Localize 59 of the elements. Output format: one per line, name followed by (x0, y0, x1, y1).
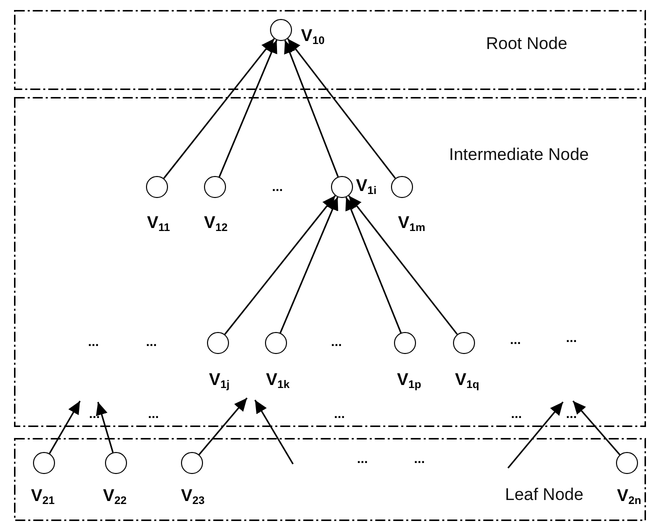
arrow (287, 38, 396, 179)
arrow (348, 195, 458, 335)
ellipsis-text: ... (566, 407, 577, 420)
arrow (280, 196, 338, 334)
ellipsis-text: ... (510, 333, 521, 346)
layer-band (14, 97, 646, 427)
layer-label: Root Node (486, 34, 568, 54)
arrow (163, 38, 275, 179)
ellipsis-text: ... (148, 407, 159, 420)
ellipsis-text: ... (146, 335, 157, 348)
ellipsis-text: ... (272, 180, 283, 193)
ellipsis-text: ... (88, 335, 99, 348)
node-label: V$_{12}$ (204, 214, 228, 234)
ellipsis-text: ... (414, 452, 425, 465)
node-circle (265, 332, 287, 354)
node-label: V$_{1k}$ (266, 371, 290, 391)
arrow (345, 196, 402, 334)
ellipsis-text: ... (566, 331, 577, 344)
node-label: V$_{1p}$ (397, 371, 422, 391)
node-label: V$_{22}$ (103, 487, 127, 507)
node-circle (207, 332, 229, 354)
node-circle (146, 176, 168, 198)
layer-label: Leaf Node (505, 485, 584, 505)
arrow (254, 400, 294, 464)
ellipsis-text: ... (89, 407, 100, 420)
node-label: V$_{11}$ (147, 214, 170, 234)
arrow (198, 398, 248, 456)
node-circle (453, 332, 475, 354)
arrow (96, 402, 114, 453)
layer-band (14, 10, 646, 90)
arrow (507, 402, 564, 468)
node-circle (33, 452, 55, 474)
node-label: V$_{10}$ (301, 27, 325, 47)
node-circle (204, 176, 226, 198)
ellipsis-text: ... (334, 407, 345, 420)
node-label: V$_{1i}$ (356, 177, 377, 197)
node-label: V$_{1m}$ (398, 214, 426, 234)
arrow (218, 40, 278, 178)
node-label: V$_{21}$ (31, 487, 55, 507)
arrow (224, 195, 336, 335)
node-circle (394, 332, 416, 354)
ellipsis-text: ... (357, 452, 368, 465)
node-circle (181, 452, 203, 474)
arrow (284, 40, 339, 177)
arrow (572, 400, 620, 456)
node-circle (616, 452, 638, 474)
node-label: V$_{1j}$ (209, 371, 230, 391)
node-circle (105, 452, 127, 474)
node-label: V$_{2n}$ (617, 487, 642, 507)
ellipsis-text: ... (511, 407, 522, 420)
node-label: V$_{1q}$ (455, 371, 480, 391)
layer-band (14, 438, 646, 521)
node-circle (270, 19, 292, 41)
node-label: V$_{23}$ (181, 487, 205, 507)
layer-label: Intermediate Node (449, 145, 589, 165)
ellipsis-text: ... (331, 335, 342, 348)
node-circle (391, 176, 413, 198)
node-circle (331, 176, 353, 198)
arrow (48, 400, 81, 454)
